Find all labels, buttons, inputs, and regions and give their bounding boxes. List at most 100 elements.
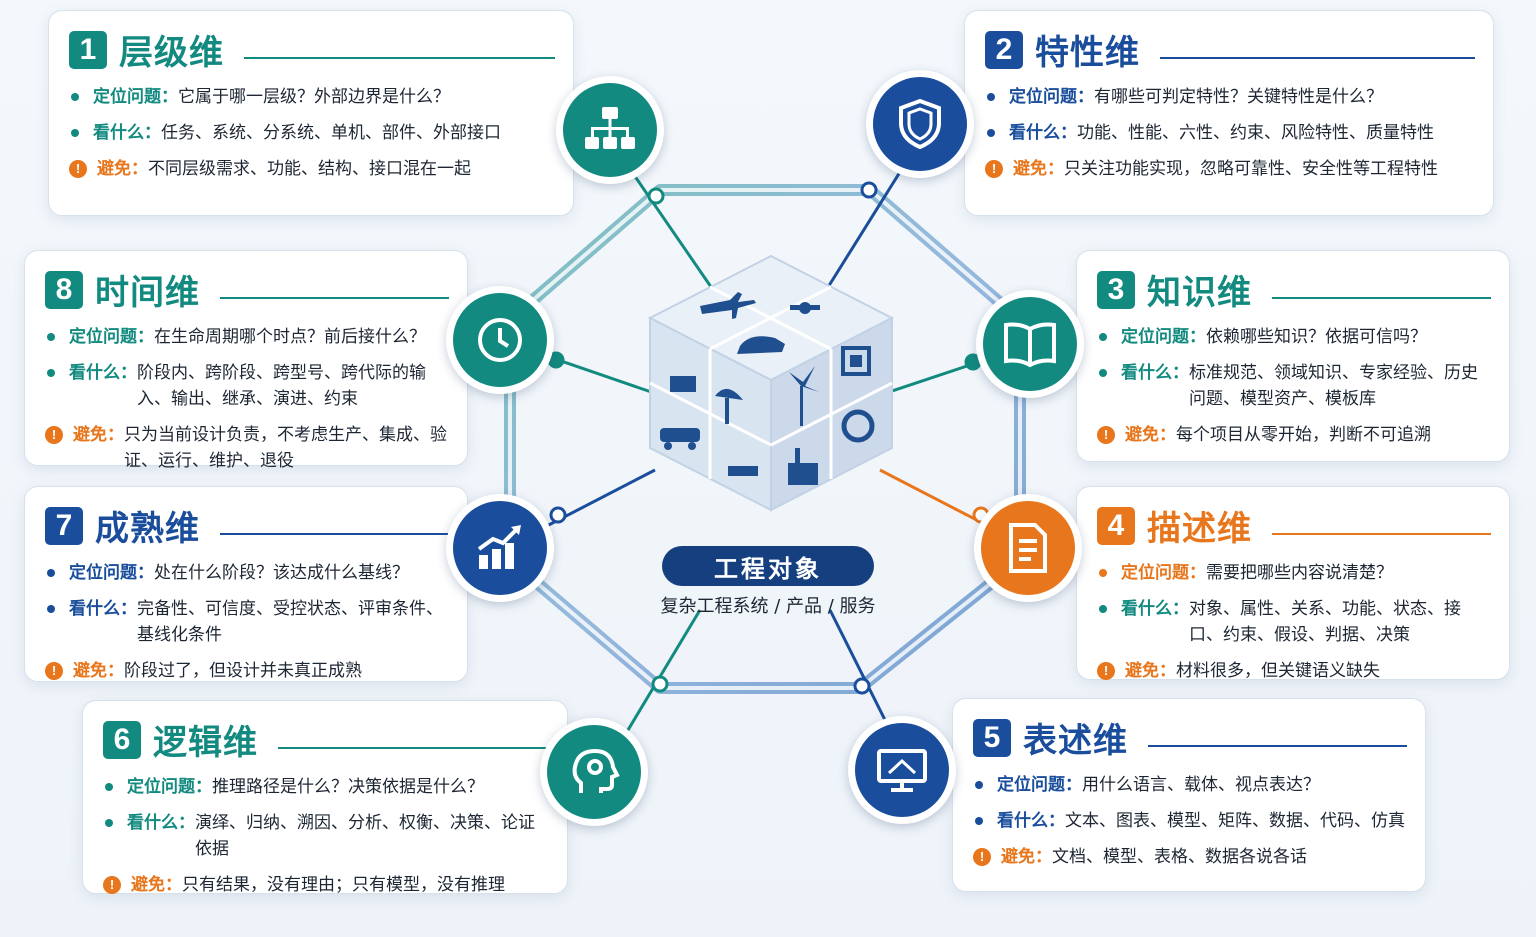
- positioning-text: 它属于哪一层级？外部边界是什么？: [178, 87, 450, 107]
- head-gear-icon: [572, 748, 620, 793]
- bullet-icon: [105, 783, 113, 791]
- positioning-label: 定位问题：: [1121, 563, 1206, 583]
- bullet-icon: [1099, 333, 1107, 341]
- look-label: 看什么：: [997, 811, 1065, 831]
- org-chart-icon: [585, 107, 635, 149]
- vehicle-icon: [660, 428, 700, 442]
- expression-dimension-icon-circle: [848, 716, 956, 824]
- avoid-row: !避免：文档、模型、表格、数据各说各话: [973, 844, 1407, 870]
- avoid-label: 避免：: [131, 875, 182, 895]
- card-logic-dimension: 6 逻辑维 定位问题：推理路径是什么？决策依据是什么？ 看什么：演绎、归纳、溯因…: [82, 700, 568, 895]
- avoid-text: 不同层级需求、功能、结构、接口混在一起: [148, 159, 471, 179]
- dimension-number: 2: [985, 30, 1023, 69]
- airplane-icon: [700, 292, 756, 319]
- positioning-row: 定位问题：依赖哪些知识？依据可信吗？: [1097, 324, 1491, 350]
- dimension-number: 3: [1097, 270, 1135, 309]
- card-time-dimension: 8 时间维 定位问题：在生命周期哪个时点？前后接什么？ 看什么：阶段内、跨阶段、…: [24, 250, 468, 471]
- avoid-text: 文档、模型、表格、数据各说各话: [1052, 847, 1307, 867]
- look-text: 文本、图表、模型、矩阵、数据、代码、仿真: [1065, 811, 1405, 831]
- look-row: 看什么：对象、属性、关系、功能、状态、接口、约束、假设、判据、决策: [1097, 596, 1491, 648]
- title-underline: [278, 746, 549, 749]
- title-underline: [1160, 56, 1475, 59]
- engineering-object-cube: [647, 254, 895, 512]
- look-text: 阶段内、跨阶段、跨型号、跨代际的输入、输出、继承、演进、约束: [137, 363, 426, 409]
- avoid-label: 避免：: [97, 159, 148, 179]
- avoid-label: 避免：: [73, 425, 124, 445]
- avoid-row: ! 避免：材料很多，但关键语义缺失: [1097, 658, 1491, 684]
- avoid-row: ! 避免：只有结果，没有理由；只有模型，没有推理: [103, 872, 549, 898]
- card-description-dimension: 4 描述维 定位问题：需要把哪些内容说清楚？ 看什么：对象、属性、关系、功能、状…: [1076, 486, 1510, 681]
- dimension-title: 表述维: [1023, 721, 1128, 761]
- positioning-row: 定位问题：处在什么阶段？该达成什么基线？: [45, 560, 449, 586]
- bullet-icon: [47, 333, 55, 341]
- look-text: 任务、系统、分系统、单机、部件、外部接口: [161, 123, 501, 143]
- avoid-text: 只关注功能实现，忽略可靠性、安全性等工程特性: [1064, 159, 1438, 179]
- bullet-icon: [105, 819, 113, 827]
- bullet-icon: [1099, 605, 1107, 613]
- warning-icon: !: [103, 876, 121, 894]
- look-text: 完备性、可信度、受控状态、评审条件、基线化条件: [137, 599, 443, 645]
- bullet-icon: [47, 369, 55, 377]
- avoid-label: 避免：: [1125, 661, 1176, 681]
- look-text: 标准规范、领域知识、专家经验、历史问题、模型资产、模板库: [1189, 363, 1478, 409]
- look-label: 看什么：: [127, 813, 195, 833]
- document-icon: [1009, 523, 1047, 573]
- title-underline: [220, 296, 449, 299]
- radar-icon: [725, 398, 729, 424]
- look-row: 看什么：阶段内、跨阶段、跨型号、跨代际的输入、输出、继承、演进、约束: [45, 360, 449, 412]
- dimension-title: 成熟维: [95, 509, 200, 549]
- wind-turbine-icon: [800, 386, 803, 426]
- card-characteristic-dimension: 2 特性维 定位问题：有哪些可判定特性？关键特性是什么？ 看什么：功能、性能、六…: [964, 10, 1494, 216]
- look-label: 看什么：: [1121, 363, 1189, 383]
- look-row: 看什么：任务、系统、分系统、单机、部件、外部接口: [69, 120, 555, 146]
- dimension-title: 逻辑维: [153, 723, 258, 763]
- avoid-row: !避免：只为当前设计负责，不考虑生产、集成、验证、运行、维护、退役: [45, 422, 449, 474]
- title-underline: [244, 56, 555, 59]
- bullet-icon: [1099, 369, 1107, 377]
- avoid-row: !避免：只关注功能实现，忽略可靠性、安全性等工程特性: [985, 156, 1475, 182]
- warning-icon: !: [973, 848, 991, 866]
- warning-icon: !: [1097, 426, 1115, 444]
- positioning-label: 定位问题：: [69, 563, 154, 583]
- avoid-label: 避免：: [1013, 159, 1064, 179]
- ship-icon: [670, 376, 696, 392]
- growth-chart-icon: [477, 525, 521, 569]
- description-dimension-icon-circle: [974, 494, 1082, 602]
- positioning-row: 定位问题：需要把哪些内容说清楚？: [1097, 560, 1491, 586]
- look-row: 看什么：功能、性能、六性、约束、风险特性、质量特性: [985, 120, 1475, 146]
- dimension-number: 1: [69, 30, 107, 69]
- look-label: 看什么：: [69, 363, 137, 383]
- look-label: 看什么：: [93, 123, 161, 143]
- positioning-row: 定位问题：用什么语言、载体、视点表达？: [973, 772, 1407, 798]
- time-dimension-icon-circle: [446, 286, 554, 394]
- avoid-text: 只有结果，没有理由；只有模型，没有推理: [182, 875, 505, 895]
- positioning-row: 定位问题：在生命周期哪个时点？前后接什么？: [45, 324, 449, 350]
- dimension-title: 知识维: [1147, 273, 1252, 313]
- avoid-text: 材料很多，但关键语义缺失: [1176, 661, 1380, 681]
- logic-dimension-icon-circle: [540, 718, 648, 826]
- card-knowledge-dimension: 3 知识维 定位问题：依赖哪些知识？依据可信吗？ 看什么：标准规范、领域知识、专…: [1076, 250, 1510, 462]
- knowledge-dimension-icon-circle: [976, 290, 1084, 398]
- look-label: 看什么：: [69, 599, 137, 619]
- avoid-label: 避免：: [73, 661, 124, 681]
- avoid-text: 阶段过了，但设计并未真正成熟: [124, 661, 362, 681]
- positioning-row: 定位问题：它属于哪一层级？外部边界是什么？: [69, 84, 555, 110]
- dimension-number: 7: [45, 506, 83, 545]
- positioning-row: 定位问题：有哪些可判定特性？关键特性是什么？: [985, 84, 1475, 110]
- avoid-text: 每个项目从零开始，判断不可追溯: [1176, 425, 1431, 445]
- warning-icon: !: [1097, 662, 1115, 680]
- dimension-title: 层级维: [119, 33, 224, 73]
- look-label: 看什么：: [1009, 123, 1077, 143]
- dimension-number: 5: [973, 718, 1011, 757]
- title-underline: [220, 532, 449, 535]
- card-expression-dimension: 5 表述维 定位问题：用什么语言、载体、视点表达？ 看什么：文本、图表、模型、矩…: [952, 698, 1426, 892]
- dimension-number: 4: [1097, 506, 1135, 545]
- bullet-icon: [987, 93, 995, 101]
- dimension-number: 8: [45, 270, 83, 309]
- look-label: 看什么：: [1121, 599, 1189, 619]
- monitor-icon: [877, 749, 927, 792]
- bullet-icon: [47, 569, 55, 577]
- title-underline: [1148, 744, 1407, 747]
- bullet-icon: [975, 817, 983, 825]
- avoid-row: !避免：每个项目从零开始，判断不可追溯: [1097, 422, 1491, 448]
